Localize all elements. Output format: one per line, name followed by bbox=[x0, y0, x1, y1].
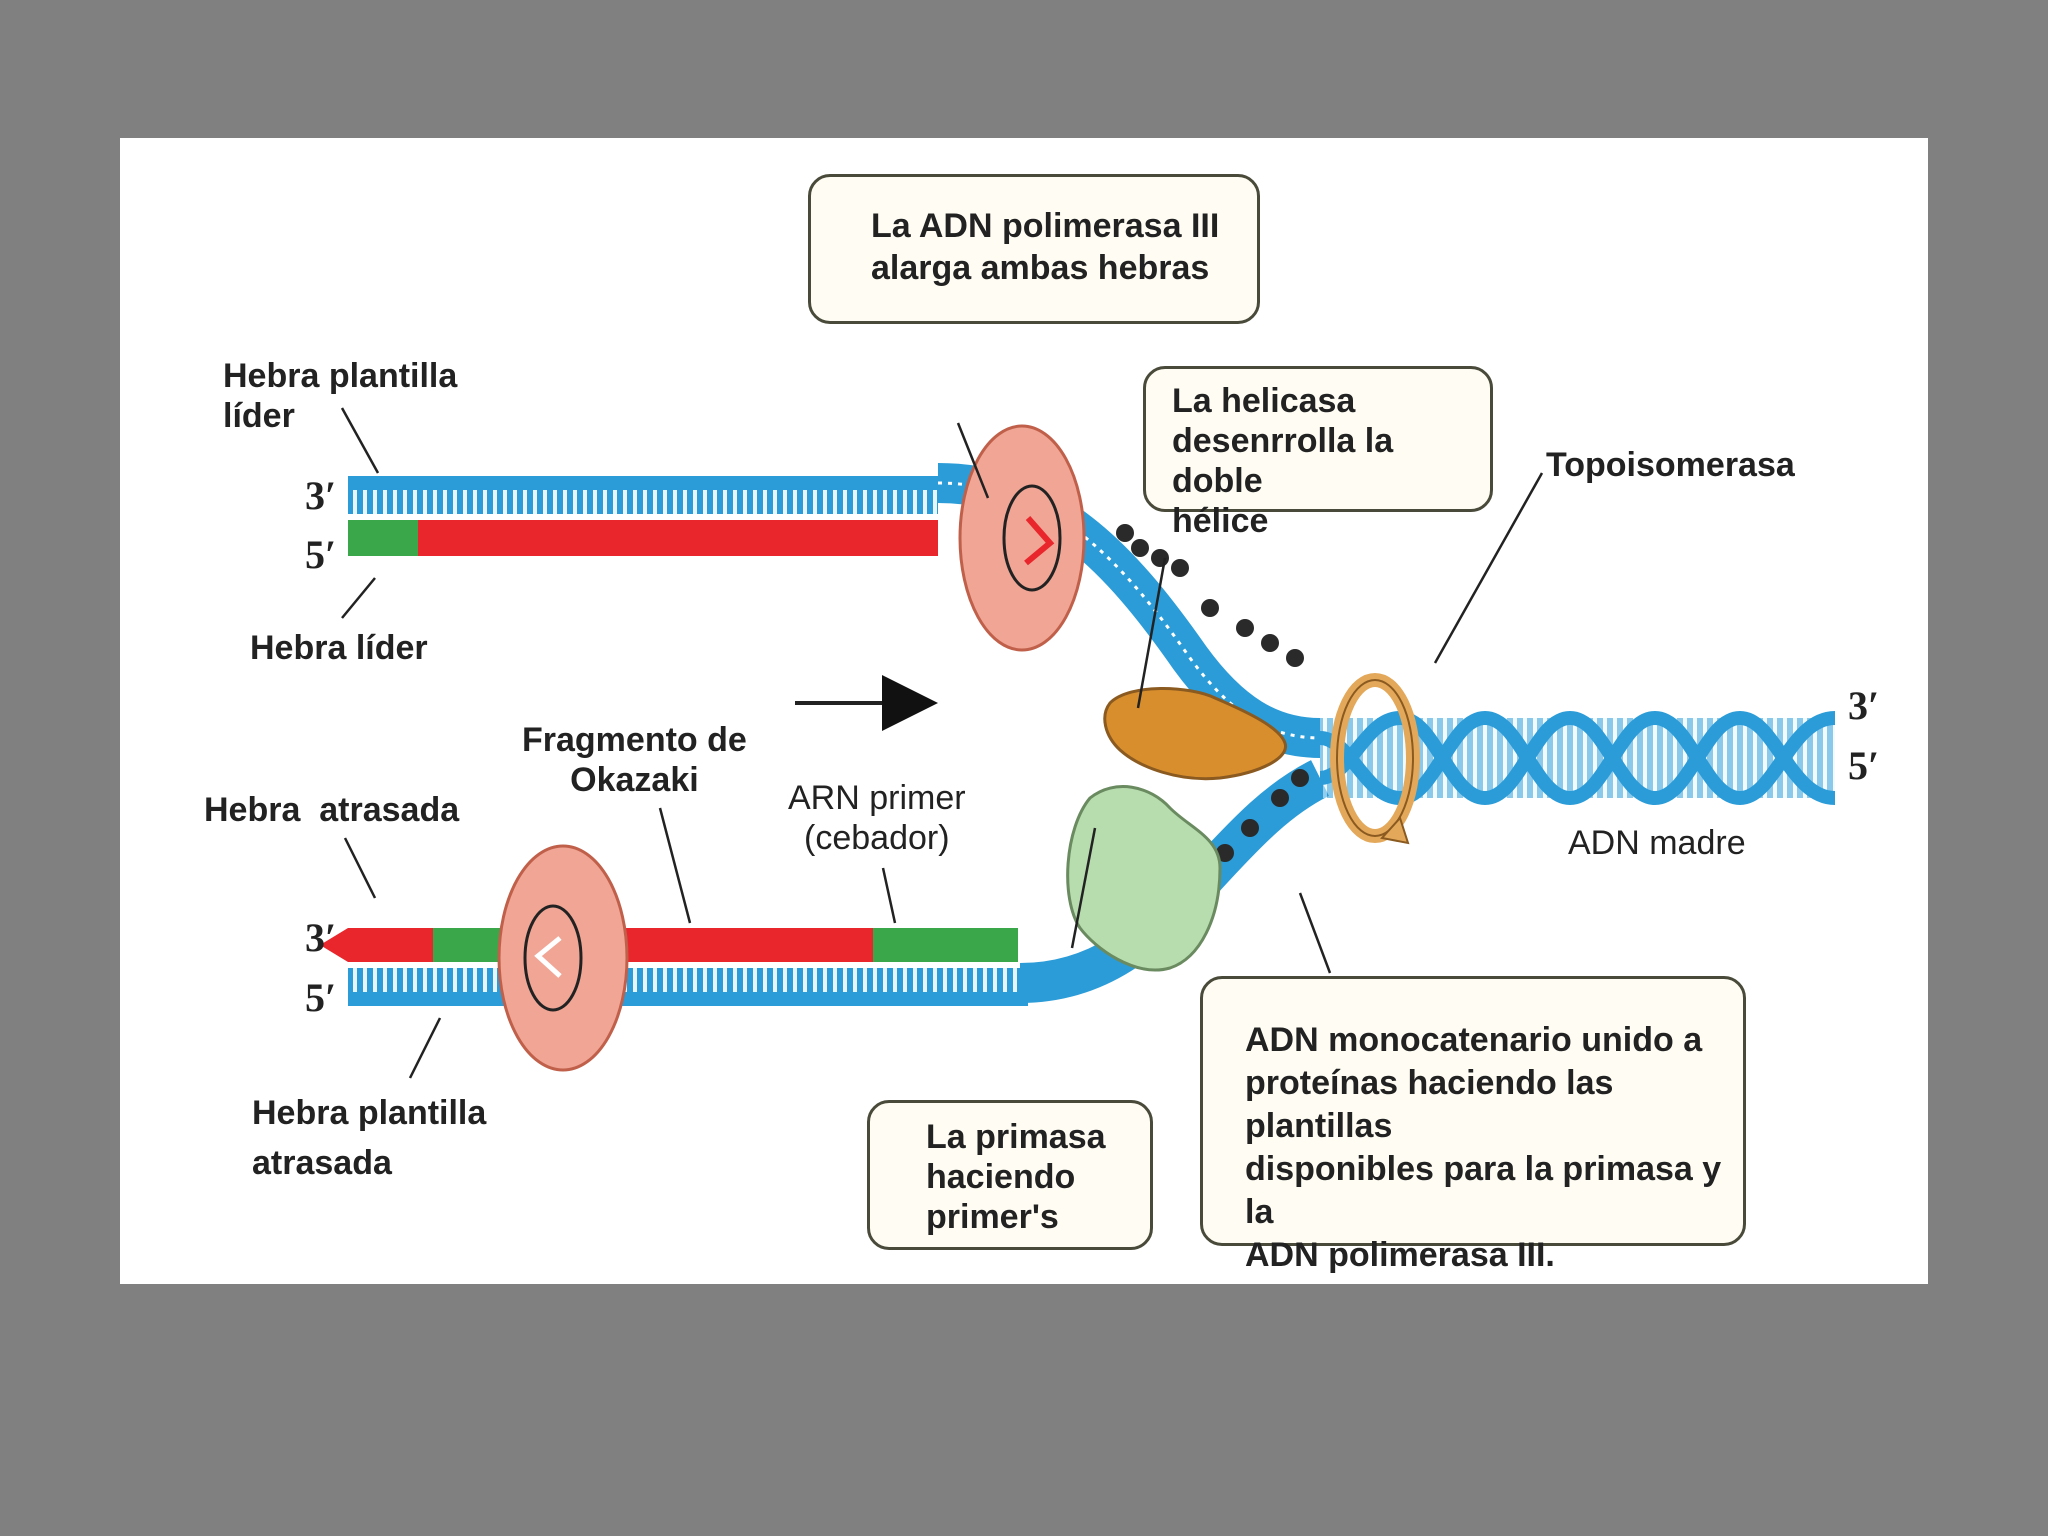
label-arn-primer: ARN primer (cebador) bbox=[788, 779, 966, 857]
leader-line bbox=[1433, 472, 1544, 664]
leading-template-backbone bbox=[348, 476, 938, 490]
ssb-protein bbox=[1171, 559, 1189, 577]
leader-line bbox=[341, 577, 376, 619]
end-leading-top: 3′ bbox=[305, 473, 337, 518]
lagging-template-backbone bbox=[348, 992, 1028, 1006]
leading-template-rungs bbox=[348, 490, 938, 514]
end-parent-bottom: 5′ bbox=[1848, 743, 1880, 788]
label-hebra-plantilla-lider: Hebra plantilla líder bbox=[223, 357, 458, 435]
leading-new-rungs bbox=[418, 520, 938, 542]
label-hebra-plantilla-atrasada: Hebra plantilla atrasada bbox=[252, 1094, 487, 1182]
leader-line bbox=[658, 807, 692, 924]
end-lagging-top: 3′ bbox=[305, 915, 337, 960]
leader-line bbox=[956, 422, 990, 499]
ssb-protein bbox=[1271, 789, 1289, 807]
dna-polymerase-bottom bbox=[497, 844, 629, 1072]
leader-line bbox=[408, 1017, 442, 1079]
leading-primer-rungs bbox=[348, 520, 418, 542]
leader-line bbox=[881, 867, 897, 924]
end-leading-bottom: 5′ bbox=[305, 532, 337, 577]
ssb-protein bbox=[1151, 549, 1169, 567]
ssb-protein bbox=[1131, 539, 1149, 557]
ssb-protein bbox=[1286, 649, 1304, 667]
dna-replication-diagram bbox=[320, 407, 1836, 1079]
helix-strand-a bbox=[1318, 710, 1836, 806]
lagging-template-rungs bbox=[348, 968, 1028, 992]
primase bbox=[1066, 785, 1222, 972]
leading-primer-backbone bbox=[348, 542, 418, 556]
leader-line bbox=[340, 407, 380, 474]
callout-helicasa: La helicasa desenrrolla la doble hélice bbox=[1143, 366, 1493, 540]
leading-new-backbone bbox=[418, 542, 938, 556]
topoisomerase bbox=[1330, 673, 1420, 845]
ssb-proteins bbox=[1111, 524, 1309, 952]
end-parent-top: 3′ bbox=[1848, 683, 1880, 728]
dna-polymerase-top bbox=[958, 424, 1086, 652]
label-hebra-lider: Hebra líder bbox=[250, 629, 428, 667]
ssb-protein bbox=[1236, 619, 1254, 637]
label-topoisomerasa: Topoisomerasa bbox=[1546, 446, 1795, 484]
ssb-protein bbox=[1201, 599, 1219, 617]
ssb-protein bbox=[1261, 634, 1279, 652]
helix-strand-b bbox=[1318, 710, 1836, 806]
label-adn-madre: ADN madre bbox=[1568, 824, 1746, 862]
leader-line bbox=[343, 837, 377, 899]
callout-primasa: La primasa haciendo primer's bbox=[867, 1100, 1153, 1250]
leader-line bbox=[1136, 557, 1167, 709]
end-lagging-bottom: 5′ bbox=[305, 975, 337, 1020]
ssb-protein bbox=[1216, 844, 1234, 862]
lagging-primer-green-2 bbox=[873, 928, 1018, 962]
ssb-protein bbox=[1116, 524, 1134, 542]
callout-polimerasa: La ADN polimerasa III alarga ambas hebra… bbox=[808, 174, 1260, 324]
leader-line bbox=[1298, 892, 1332, 974]
callout-monocatenario: ADN monocatenario unido a proteínas haci… bbox=[1200, 976, 1746, 1274]
helicase bbox=[1103, 687, 1287, 781]
slide-canvas: Hebra plantilla líder Hebra líder Hebra … bbox=[120, 138, 1928, 1284]
leader-line bbox=[1070, 827, 1097, 949]
lagging-direction-arrow bbox=[320, 928, 348, 962]
leader-lines bbox=[340, 407, 1544, 1079]
label-fragmento-okazaki: Fragmento de Okazaki bbox=[522, 721, 747, 799]
ssb-protein bbox=[1241, 819, 1259, 837]
label-hebra-atrasada: Hebra atrasada bbox=[204, 791, 460, 829]
lagging-new-red-1 bbox=[348, 928, 433, 962]
ssb-protein bbox=[1291, 769, 1309, 787]
parent-dna-helix bbox=[1318, 710, 1836, 806]
